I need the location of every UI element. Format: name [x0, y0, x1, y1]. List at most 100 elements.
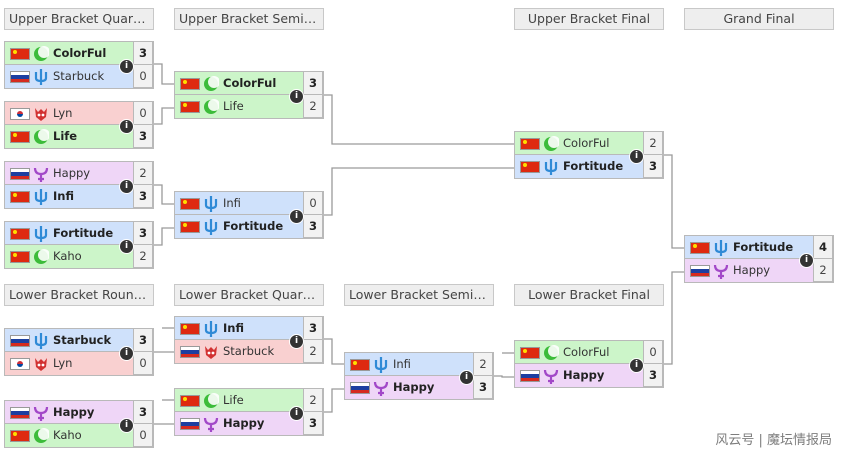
china-flag-icon	[690, 242, 710, 254]
trident-icon	[33, 68, 49, 86]
crescent-icon	[543, 344, 560, 362]
team-row[interactable]: Infi 2	[344, 352, 494, 376]
team-score: 2	[133, 244, 153, 268]
russia-flag-icon	[520, 370, 540, 382]
russia-flag-icon	[180, 346, 200, 358]
team-name: Lyn	[53, 356, 73, 370]
info-icon[interactable]: i	[119, 179, 134, 194]
korea-flag-icon	[10, 358, 30, 370]
team-name: Happy	[393, 380, 435, 394]
info-icon[interactable]: i	[119, 59, 134, 74]
team-row[interactable]: ColorFul 3	[174, 71, 324, 95]
crescent-icon	[33, 248, 50, 266]
info-icon[interactable]: i	[289, 89, 304, 104]
china-flag-icon	[10, 251, 30, 263]
team-score: 0	[133, 351, 153, 375]
info-icon[interactable]: i	[119, 346, 134, 361]
russia-flag-icon	[180, 418, 200, 430]
info-icon[interactable]: i	[289, 334, 304, 349]
trident-icon	[713, 239, 729, 257]
team-row[interactable]: Infi 3	[174, 316, 324, 340]
team-score: 2	[643, 131, 663, 155]
team-score: 3	[643, 363, 663, 387]
trident-icon	[203, 195, 219, 213]
header-grand-final: Grand Final	[684, 8, 834, 30]
team-score: 3	[473, 375, 493, 399]
header-upper-bracket-final: Upper Bracket Final	[514, 8, 664, 30]
team-name: Infi	[393, 357, 411, 371]
crescent-icon	[203, 392, 220, 410]
header-lower-bracket-quarterfinals: Lower Bracket Quarterfinals	[174, 284, 324, 306]
team-name: Kaho	[53, 249, 82, 263]
team-name: ColorFul	[563, 345, 610, 359]
team-score: 4	[813, 235, 833, 259]
horns-icon	[713, 262, 729, 280]
china-flag-icon	[180, 78, 200, 90]
team-name: Fortitude	[223, 219, 284, 233]
korea-flag-icon	[10, 108, 30, 120]
horns-icon	[543, 367, 559, 385]
info-icon[interactable]: i	[289, 209, 304, 224]
horns-icon	[33, 165, 49, 183]
team-score: 3	[133, 184, 153, 208]
china-flag-icon	[350, 359, 370, 371]
demon-icon	[33, 355, 49, 373]
team-name: Starbuck	[223, 344, 275, 358]
team-name: ColorFul	[53, 46, 107, 60]
crescent-icon	[203, 75, 220, 93]
team-name: Happy	[733, 263, 771, 277]
info-icon[interactable]: i	[629, 358, 644, 373]
china-flag-icon	[180, 101, 200, 113]
trident-icon	[203, 320, 219, 338]
team-score: 3	[133, 400, 153, 424]
team-name: Starbuck	[53, 333, 112, 347]
team-score: 3	[303, 71, 323, 95]
team-name: Life	[53, 129, 78, 143]
china-flag-icon	[520, 347, 540, 359]
team-name: Life	[223, 393, 244, 407]
info-icon[interactable]: i	[799, 253, 814, 268]
crescent-icon	[33, 427, 50, 445]
info-icon[interactable]: i	[119, 119, 134, 134]
team-name: Infi	[223, 321, 244, 335]
info-icon[interactable]: i	[459, 370, 474, 385]
header-lower-bracket-semifinals: Lower Bracket Semifinals	[344, 284, 494, 306]
info-icon[interactable]: i	[629, 149, 644, 164]
info-icon[interactable]: i	[289, 406, 304, 421]
team-score: 3	[303, 316, 323, 340]
china-flag-icon	[180, 198, 200, 210]
team-score: 2	[473, 352, 493, 376]
team-name: ColorFul	[563, 136, 610, 150]
team-score: 3	[133, 221, 153, 245]
team-name: Kaho	[53, 428, 82, 442]
crescent-icon	[203, 98, 220, 116]
team-name: Happy	[563, 368, 605, 382]
china-flag-icon	[10, 131, 30, 143]
info-icon[interactable]: i	[119, 239, 134, 254]
team-row[interactable]: Happy 3	[344, 375, 494, 400]
info-icon[interactable]: i	[119, 418, 134, 433]
team-score: 0	[133, 101, 153, 125]
horns-icon	[33, 404, 49, 422]
china-flag-icon	[10, 430, 30, 442]
team-name: ColorFul	[223, 76, 277, 90]
trident-icon	[33, 225, 49, 243]
